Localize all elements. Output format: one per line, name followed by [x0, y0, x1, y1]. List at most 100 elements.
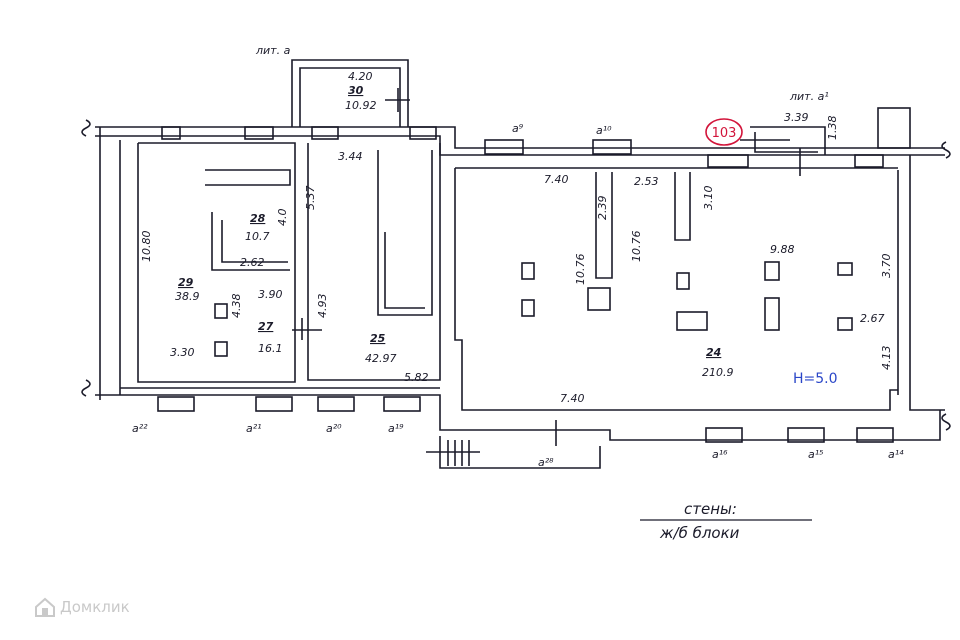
- column: [214, 303, 228, 319]
- annex-a1: [750, 126, 826, 155]
- window-bottom: [157, 396, 195, 412]
- window-label-a15: а¹⁵: [808, 448, 824, 461]
- dim-370: 3.70: [880, 254, 893, 279]
- marker-circle: [705, 118, 743, 146]
- window-label-a10: а¹⁰: [596, 124, 612, 137]
- window-top: [244, 126, 274, 140]
- window-bottom: [787, 427, 825, 443]
- column: [764, 261, 780, 281]
- dim-1076b: 10.76: [630, 231, 643, 263]
- window-label-a9: а⁹: [512, 122, 524, 135]
- room27-number: 27: [258, 320, 274, 333]
- column: [837, 317, 853, 331]
- ext-a-inner: [299, 67, 401, 127]
- room30-dim-top: 4.20: [348, 70, 373, 83]
- window-top: [311, 126, 339, 140]
- room24-wall: [454, 168, 898, 411]
- room29-area: 38.9: [175, 290, 200, 303]
- window-bottom: [255, 396, 293, 412]
- dim-988: 9.88: [770, 243, 795, 256]
- window-label-a20: а²⁰: [326, 422, 342, 435]
- stair-small: [587, 287, 611, 311]
- room28-wall: [205, 169, 291, 186]
- dim-253: 2.53: [634, 175, 659, 188]
- lit-a-label: лит. а: [255, 44, 291, 57]
- room27-dim: 4.38: [230, 294, 243, 319]
- room28-number: 28: [250, 212, 266, 225]
- column: [764, 297, 780, 331]
- window-label-a19: а¹⁹: [388, 422, 404, 435]
- window-top: [707, 154, 749, 168]
- column: [837, 262, 853, 276]
- room25-wall: [307, 143, 441, 381]
- window-label-a28: а²⁸: [538, 456, 554, 469]
- window-label-a14: а¹⁴: [888, 448, 904, 461]
- outer-wall-bottom: [95, 394, 941, 441]
- break-right-top: [941, 141, 951, 159]
- dim-138: 1.38: [826, 116, 839, 141]
- room25-closet: [377, 150, 433, 316]
- room25-number: 25: [370, 332, 386, 345]
- room27-area: 16.1: [258, 342, 283, 355]
- room25-dim-bottom: 5.82: [404, 371, 429, 384]
- room25-dim-vert: 5.37: [304, 186, 317, 211]
- dim-310: 3.10: [702, 186, 715, 211]
- partition: [595, 172, 613, 279]
- dim-413: 4.13: [880, 346, 893, 371]
- window-bottom: [317, 396, 355, 412]
- dim-262: 2.62: [240, 256, 265, 269]
- room29-dim-left: 10.80: [140, 231, 153, 263]
- annex-block: [877, 107, 911, 149]
- break-left-top: [81, 119, 91, 137]
- marker-label: 103: [712, 126, 737, 141]
- dim-1076a: 10.76: [574, 254, 587, 286]
- room29-number: 29: [178, 276, 194, 289]
- window-label-a21: а²¹: [246, 422, 262, 435]
- watermark-text: Домклик: [60, 598, 130, 616]
- dim-740-top: 7.40: [544, 173, 569, 186]
- room24-height: H=5.0: [793, 371, 838, 387]
- room28-wall3: [221, 220, 288, 263]
- window-top: [484, 139, 524, 155]
- break-right-bottom: [941, 413, 951, 431]
- room30-area: 10.92: [345, 99, 377, 112]
- window-top: [161, 126, 181, 140]
- outer-wall-top: [95, 126, 945, 149]
- window-top: [854, 154, 884, 168]
- break-left-bottom: [81, 379, 91, 397]
- room25-dim-top: 3.44: [338, 150, 363, 163]
- room30-number: 30: [348, 84, 364, 97]
- window-bottom: [856, 427, 894, 443]
- legend-value: ж/б блоки: [659, 524, 740, 542]
- room28-wall2: [211, 212, 290, 271]
- room25-area: 42.97: [365, 352, 397, 365]
- column: [521, 299, 535, 317]
- dim-390: 3.90: [258, 288, 283, 301]
- room24-area: 210.9: [702, 366, 734, 379]
- outer-wall-top-inner-b: [290, 135, 945, 156]
- ext-a: [291, 59, 409, 127]
- column: [676, 311, 708, 331]
- window-bottom: [705, 427, 743, 443]
- room29-wall: [137, 142, 296, 383]
- window-label-a22: а²²: [132, 422, 148, 435]
- dim-267: 2.67: [860, 312, 885, 325]
- room28-dim: 4.0: [276, 209, 289, 227]
- annex-a1-steps: [754, 132, 818, 153]
- column: [676, 272, 690, 290]
- window-top: [592, 139, 632, 155]
- partition: [674, 172, 691, 241]
- dim-339: 3.39: [784, 111, 809, 124]
- room25-dim-right: 4.93: [316, 294, 329, 319]
- outer-wall-right: [909, 155, 945, 411]
- room28-area: 10.7: [245, 230, 270, 243]
- window-label-a16: а¹⁶: [712, 448, 728, 461]
- watermark: Домклик: [34, 596, 130, 618]
- domclick-logo-icon: [35, 597, 55, 617]
- lit-a1-label: лит. а¹: [789, 90, 829, 103]
- room24-number: 24: [706, 346, 721, 359]
- window-bottom: [383, 396, 421, 412]
- window-top: [409, 126, 437, 140]
- room29-dim-bottom: 3.30: [170, 346, 195, 359]
